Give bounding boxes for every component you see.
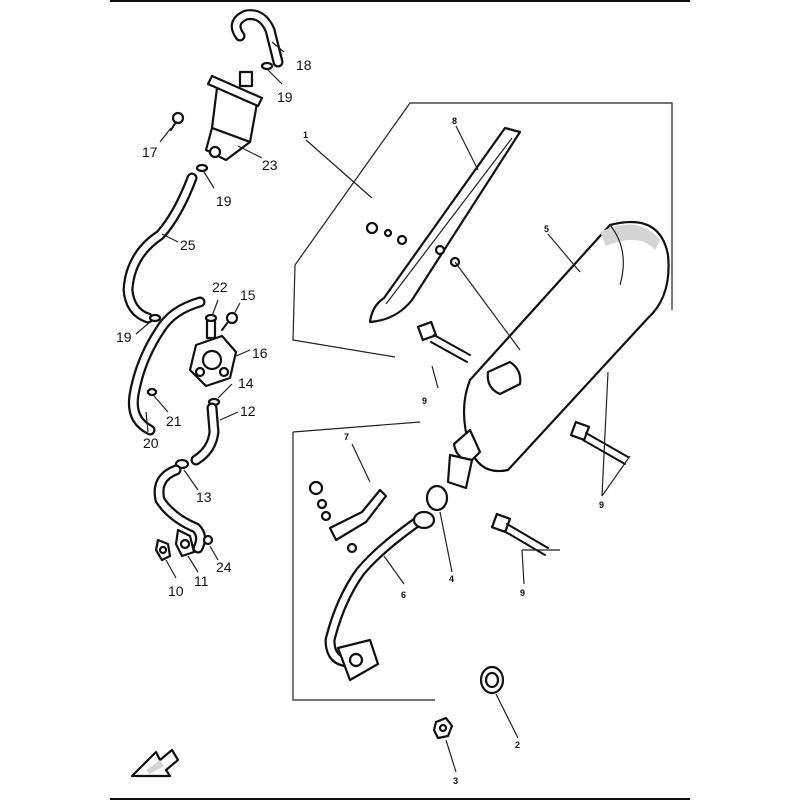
part-6-exhaust-pipe	[324, 510, 436, 682]
callout-17: 17	[142, 144, 158, 160]
callout-9-c: 9	[520, 588, 525, 598]
part-17-bolt	[170, 111, 185, 131]
part-21-clip	[146, 387, 158, 397]
part-1-guard-fasteners	[365, 221, 461, 268]
callout-7: 7	[344, 432, 349, 442]
callout-25: 25	[180, 237, 196, 253]
part-10-11-pipe	[153, 464, 207, 554]
callout-21: 21	[166, 413, 182, 429]
part-25-hose	[122, 172, 198, 324]
part-4-collar	[425, 453, 474, 512]
part-7-bracket	[308, 480, 388, 554]
assembly-outline-lower	[292, 421, 435, 701]
callout-18: 18	[296, 57, 312, 73]
callout-24: 24	[216, 559, 232, 575]
part-15-bolt	[221, 311, 239, 331]
callout-8: 8	[452, 116, 457, 126]
part-8-heat-guard	[368, 126, 522, 324]
callout-labels: 18 19 17 23 19 25 22 15 19 16 14 12 21 2…	[116, 57, 604, 786]
callout-12: 12	[240, 403, 256, 419]
callout-10: 10	[168, 583, 184, 599]
page-frame	[110, 0, 690, 800]
callout-6: 6	[401, 590, 406, 600]
callout-23: 23	[262, 157, 278, 173]
part-9-bolt-b	[569, 420, 629, 465]
part-22-clip	[204, 313, 218, 323]
part-19-clip-mid	[195, 163, 209, 173]
callout-19-low: 19	[116, 329, 132, 345]
part-20-hose	[127, 296, 206, 436]
callout-14: 14	[238, 375, 254, 391]
callout-1: 1	[303, 130, 308, 140]
part-9-bolt-c	[490, 512, 549, 556]
part-23-air-filter	[204, 70, 264, 162]
part-3-nut	[432, 716, 454, 740]
part-19-clip-low	[148, 313, 162, 323]
part-10-gasket	[154, 538, 172, 562]
callout-2: 2	[515, 740, 520, 750]
callout-4: 4	[449, 574, 454, 584]
part-16-reed-valve	[188, 316, 238, 388]
front-direction-arrow-icon	[130, 748, 180, 778]
callout-16: 16	[252, 345, 268, 361]
leader-lines	[135, 41, 631, 773]
callout-11: 11	[194, 573, 209, 589]
part-12-hose	[190, 402, 220, 466]
callout-13: 13	[196, 489, 212, 505]
part-9-bolt-a	[416, 320, 471, 363]
part-19-clip-top	[260, 61, 274, 71]
callout-20: 20	[143, 435, 159, 451]
callout-19-mid: 19	[216, 193, 232, 209]
callout-22: 22	[212, 279, 228, 295]
part-24-bolt	[202, 534, 214, 546]
callout-9-a: 9	[422, 396, 427, 406]
assembly-outline-upper	[292, 102, 673, 358]
callout-15: 15	[240, 287, 256, 303]
part-5-muffler	[452, 220, 670, 473]
part-11-gasket	[174, 528, 196, 558]
part-18-hose	[230, 9, 284, 68]
callout-19-top: 19	[277, 89, 293, 105]
callout-9-b: 9	[599, 500, 604, 510]
part-2-gasket	[479, 665, 505, 695]
callout-3: 3	[453, 776, 458, 786]
callout-5: 5	[544, 224, 549, 234]
